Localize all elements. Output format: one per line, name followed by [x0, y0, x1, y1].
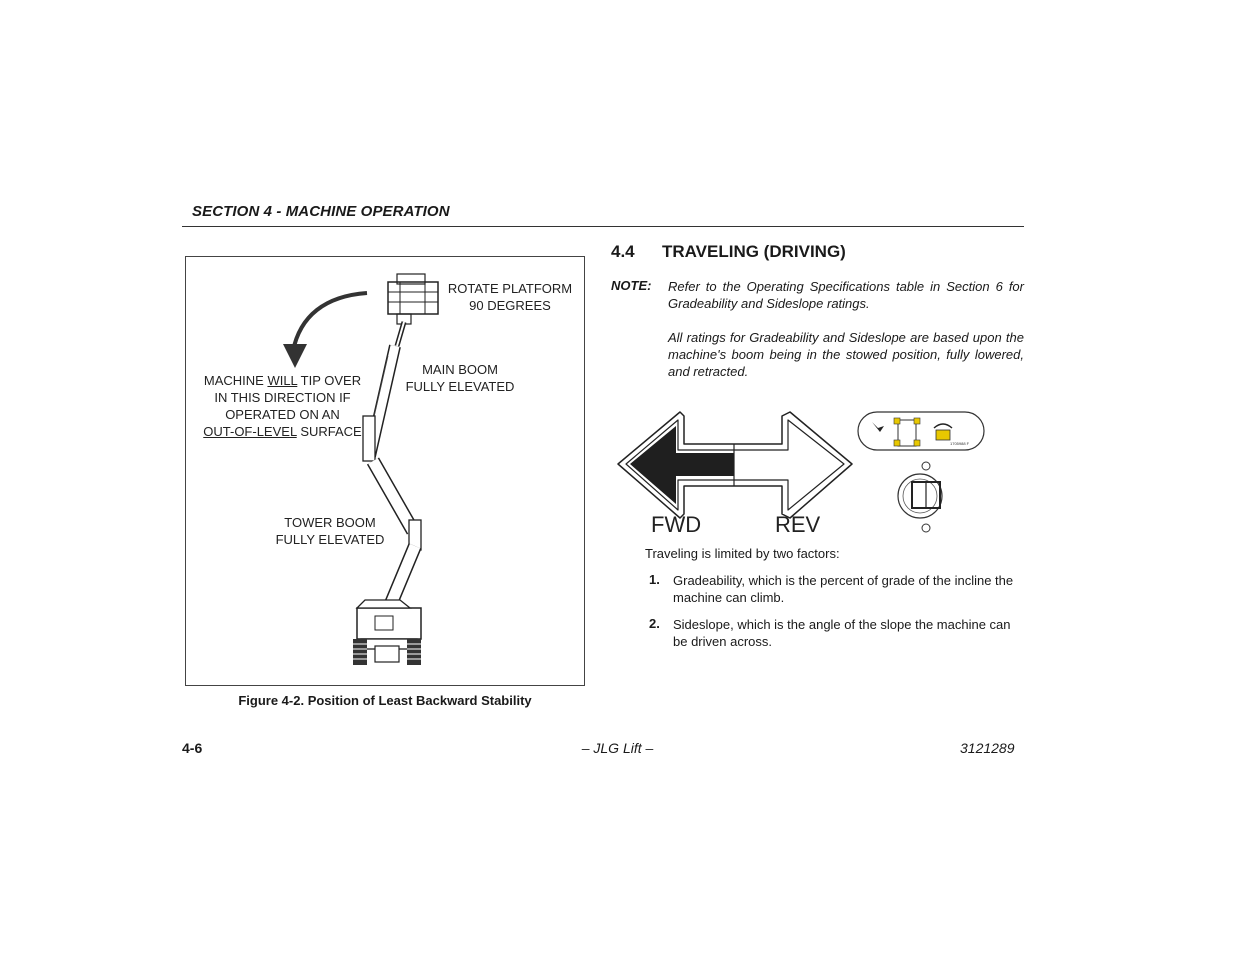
label-main-boom: MAIN BOOM FULLY ELEVATED — [400, 361, 520, 395]
document-number: 3121289 — [960, 740, 1015, 756]
label-text: TIP OVER — [297, 373, 362, 388]
label-text-underlined: OUT-OF-LEVEL — [203, 424, 297, 439]
section-heading: 4.4 TRAVELING (DRIVING) — [611, 242, 846, 262]
section-title: TRAVELING (DRIVING) — [662, 242, 846, 261]
section-header: SECTION 4 - MACHINE OPERATION — [192, 203, 450, 220]
label-tower-boom: TOWER BOOM FULLY ELEVATED — [270, 514, 390, 548]
figure-caption: Figure 4-2. Position of Least Backward S… — [238, 693, 532, 708]
note-label: NOTE: — [611, 278, 652, 293]
rev-label: REV — [775, 512, 821, 537]
label-text: 90 DEGREES — [469, 298, 551, 313]
fwd-label: FWD — [651, 512, 702, 537]
page-number: 4-6 — [182, 740, 203, 756]
label-text: FULLY ELEVATED — [275, 532, 385, 547]
label-tip-warning: MACHINE WILL TIP OVER IN THIS DIRECTION … — [200, 372, 365, 440]
label-text: OPERATED ON AN — [225, 407, 340, 422]
section-number: 4.4 — [611, 242, 635, 261]
decal-part-number: 1705988 F — [950, 441, 970, 446]
header-rule — [182, 226, 1024, 227]
label-text: IN THIS DIRECTION IF — [214, 390, 351, 405]
list-item-number: 2. — [649, 616, 660, 631]
drive-orientation-decal — [857, 411, 985, 533]
figure-frame — [185, 256, 585, 686]
label-text: FULLY ELEVATED — [405, 379, 515, 394]
note-paragraph-1: Refer to the Operating Specifications ta… — [668, 279, 1024, 311]
label-text-underlined: WILL — [267, 373, 298, 388]
note-paragraph-2: All ratings for Gradeability and Sideslo… — [668, 330, 1024, 379]
label-text: MAIN BOOM — [422, 362, 498, 377]
list-item-number: 1. — [649, 572, 660, 587]
label-rotate-platform: ROTATE PLATFORM 90 DEGREES — [440, 280, 580, 314]
label-text: TOWER BOOM — [284, 515, 376, 530]
list-item-text: Gradeability, which is the percent of gr… — [673, 573, 1014, 605]
label-text: MACHINE — [203, 373, 268, 388]
body-intro: Traveling is limited by two factors: — [645, 546, 840, 561]
footer-brand: – JLG Lift – — [581, 740, 654, 756]
label-text: SURFACE — [296, 424, 362, 439]
boom-lift-illustration — [283, 273, 439, 665]
list-item-text: Sideslope, which is the angle of the slo… — [673, 617, 1011, 649]
label-text: ROTATE PLATFORM — [447, 281, 573, 296]
drive-direction-decal — [617, 411, 853, 519]
